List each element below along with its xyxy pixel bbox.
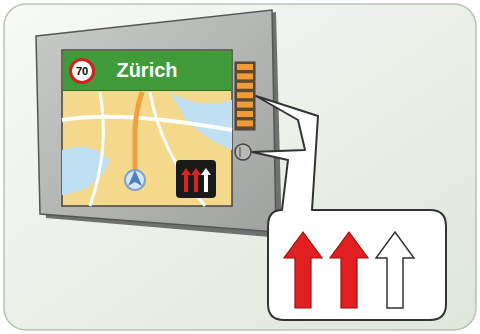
map-screen: [62, 50, 232, 206]
destination-band: Zürich 70: [63, 51, 231, 91]
led-bar: [235, 62, 255, 130]
map-road: [90, 92, 103, 206]
speed-limit-sign: 70: [69, 58, 95, 84]
led-segment: [237, 64, 253, 70]
route-line: [135, 92, 142, 178]
knob-slot: [240, 147, 241, 157]
led-segment: [237, 111, 253, 117]
callout-arrows: [284, 232, 414, 308]
led-segment: [237, 83, 253, 89]
led-segment: [237, 92, 253, 98]
led-segment: [237, 120, 253, 126]
led-segment: [237, 73, 253, 79]
panel-background: [4, 4, 476, 330]
callout-bubble: [252, 96, 446, 320]
lane-inset: [176, 160, 216, 198]
destination-name: Zürich: [116, 59, 177, 82]
position-marker: [125, 170, 145, 190]
speed-limit-value: 70: [76, 65, 88, 77]
led-segments: [237, 64, 253, 126]
map-road: [62, 117, 232, 130]
position-arrow: [128, 170, 142, 186]
control-knob: [235, 144, 251, 160]
led-segment: [237, 102, 253, 108]
device-bezel: [36, 10, 276, 232]
inset-arrows: [181, 168, 211, 192]
